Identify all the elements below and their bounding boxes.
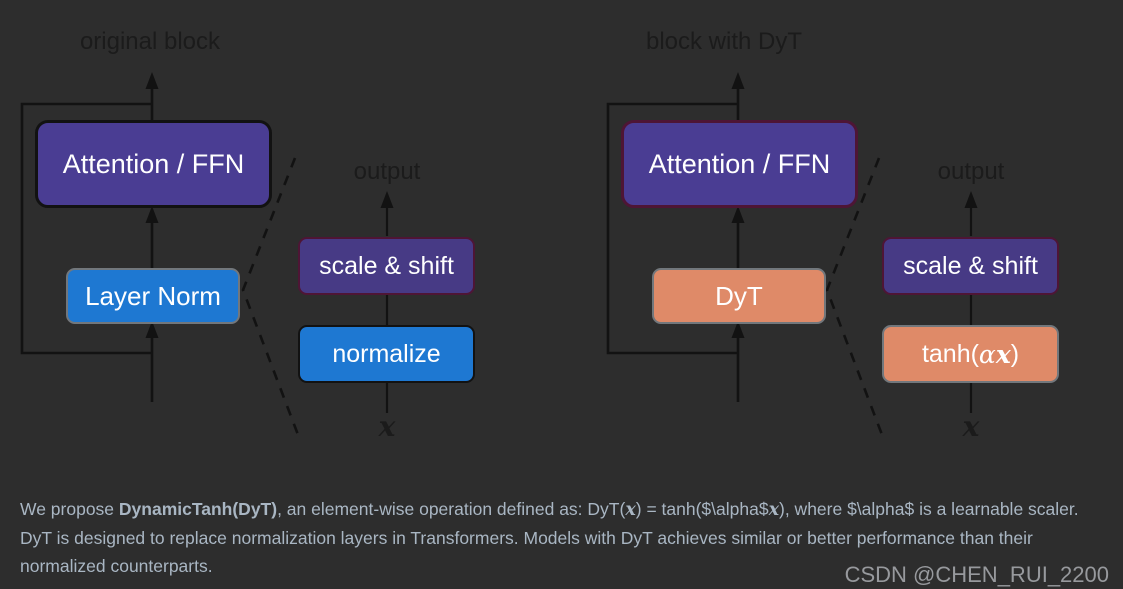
tanh-alpha-x-box: tanh(αx) xyxy=(882,325,1059,383)
caption-line-1: We propose DynamicTanh(DyT), an element-… xyxy=(20,495,1110,524)
tanh-math-argument: αx xyxy=(979,340,1011,369)
input-x-label-left: x xyxy=(378,410,396,443)
arrowhead-icon xyxy=(731,206,745,223)
attention-ffn-label: Attention / FFN xyxy=(62,148,245,179)
dyt-label: DyT xyxy=(715,280,763,311)
arrowhead-icon xyxy=(964,191,978,208)
caption-line-2: DyT is designed to replace normalization… xyxy=(20,528,1033,548)
normalize-box: normalize xyxy=(298,325,475,383)
arrowhead-icon xyxy=(731,321,745,338)
arrowhead-icon xyxy=(145,206,159,223)
scale-shift-label: scale & shift xyxy=(319,251,454,280)
caption-line-3: normalized counterparts. xyxy=(20,556,213,576)
diagram-title-original-block: original block xyxy=(79,28,221,55)
arrowhead-icon xyxy=(145,321,159,338)
tanh-suffix: ) xyxy=(1010,339,1020,368)
normalize-label: normalize xyxy=(332,339,441,368)
output-label-left: output xyxy=(353,158,421,185)
csdn-watermark: CSDN @CHEN_RUI_2200 xyxy=(844,562,1109,587)
attention-ffn-box-left: Attention / FFN xyxy=(35,120,272,208)
caption-math-x: x xyxy=(768,500,779,520)
attention-ffn-label: Attention / FFN xyxy=(648,148,831,179)
caption-text: , an element-wise operation defined as: … xyxy=(277,499,626,519)
dyt-box: DyT xyxy=(652,268,826,324)
attention-ffn-box-right: Attention / FFN xyxy=(621,120,858,208)
input-x-label-right: x xyxy=(962,410,980,443)
scale-shift-box-left: scale & shift xyxy=(298,237,475,295)
diagram-title-block-with-dyt: block with DyT xyxy=(645,28,803,55)
caption-text: ), where $\alpha$ is a learnable scaler. xyxy=(779,499,1079,519)
residual-connection-left xyxy=(20,102,152,355)
output-label-right: output xyxy=(937,158,1005,185)
residual-connection-right xyxy=(606,102,738,355)
zoom-dashed-lines-left xyxy=(241,157,302,441)
caption-bold-dyt: DynamicTanh(DyT) xyxy=(118,499,278,519)
x-symbol: x xyxy=(995,339,1011,369)
caption-text: We propose xyxy=(20,499,119,519)
arrowhead-icon xyxy=(731,72,745,89)
scale-shift-label: scale & shift xyxy=(903,251,1038,280)
tanh-prefix: tanh( xyxy=(921,339,979,368)
alpha-symbol: α xyxy=(978,339,996,369)
zoom-dashed-lines-right xyxy=(825,157,886,441)
caption-text: ) = tanh($\alpha$ xyxy=(635,499,769,519)
figure-caption: We propose DynamicTanh(DyT), an element-… xyxy=(20,495,1110,580)
arrowhead-icon xyxy=(380,191,394,208)
arrowhead-icon xyxy=(145,72,159,89)
layer-norm-box: Layer Norm xyxy=(66,268,240,324)
layer-norm-label: Layer Norm xyxy=(85,280,221,311)
scale-shift-box-right: scale & shift xyxy=(882,237,1059,295)
caption-math-x: x xyxy=(625,500,636,520)
